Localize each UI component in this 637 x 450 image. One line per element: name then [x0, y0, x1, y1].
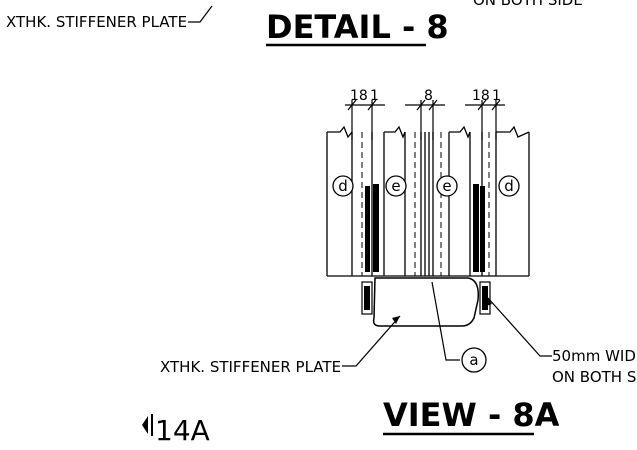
member-label-d-left: d	[338, 177, 348, 195]
bubble-a-label: a	[469, 351, 478, 369]
leader-arrow-weld	[486, 298, 492, 306]
stiffener-plate	[372, 277, 480, 327]
leader-lines	[342, 281, 552, 367]
dimension-group	[345, 99, 505, 140]
stiffener-label: XTHK. STIFFENER PLATE	[160, 358, 341, 376]
weld-right-outer	[480, 186, 485, 272]
dim-mid-value: 8	[424, 88, 433, 104]
dim-right-value: 18	[472, 88, 490, 104]
weld-left-outer	[365, 186, 370, 272]
view-title: VIEW - 8A	[383, 396, 560, 434]
member-bubbles	[332, 175, 520, 197]
top-leader-line	[188, 5, 213, 23]
dim-left-sub: 1	[370, 88, 379, 104]
dim-left-value: 18	[350, 88, 368, 104]
dim-right-sub: 1	[492, 88, 501, 104]
weld-left-inner	[373, 184, 379, 272]
side-weld-right-fill	[482, 286, 488, 310]
section-plates	[326, 125, 530, 277]
weld-right-inner	[473, 184, 479, 272]
detail-title: DETAIL - 8	[266, 8, 449, 46]
member-label-e-right: e	[442, 177, 451, 195]
side-weld-left-fill	[364, 286, 370, 310]
bubble-a	[461, 347, 487, 373]
top-stiffener-label: XTHK. STIFFENER PLATE	[6, 13, 187, 31]
member-label-e-left: e	[391, 177, 400, 195]
weld-note-line1: 50mm WIDE	[552, 347, 637, 365]
top-right-note: ON BOTH SIDE	[473, 0, 583, 9]
section-arrow-icon	[142, 416, 148, 434]
weld-note-line2: ON BOTH S	[552, 368, 636, 386]
center-lines	[361, 132, 490, 276]
section-reference: 14A	[155, 414, 210, 447]
member-label-d-right: d	[504, 177, 514, 195]
leader-arrow-stiffener	[392, 316, 400, 324]
